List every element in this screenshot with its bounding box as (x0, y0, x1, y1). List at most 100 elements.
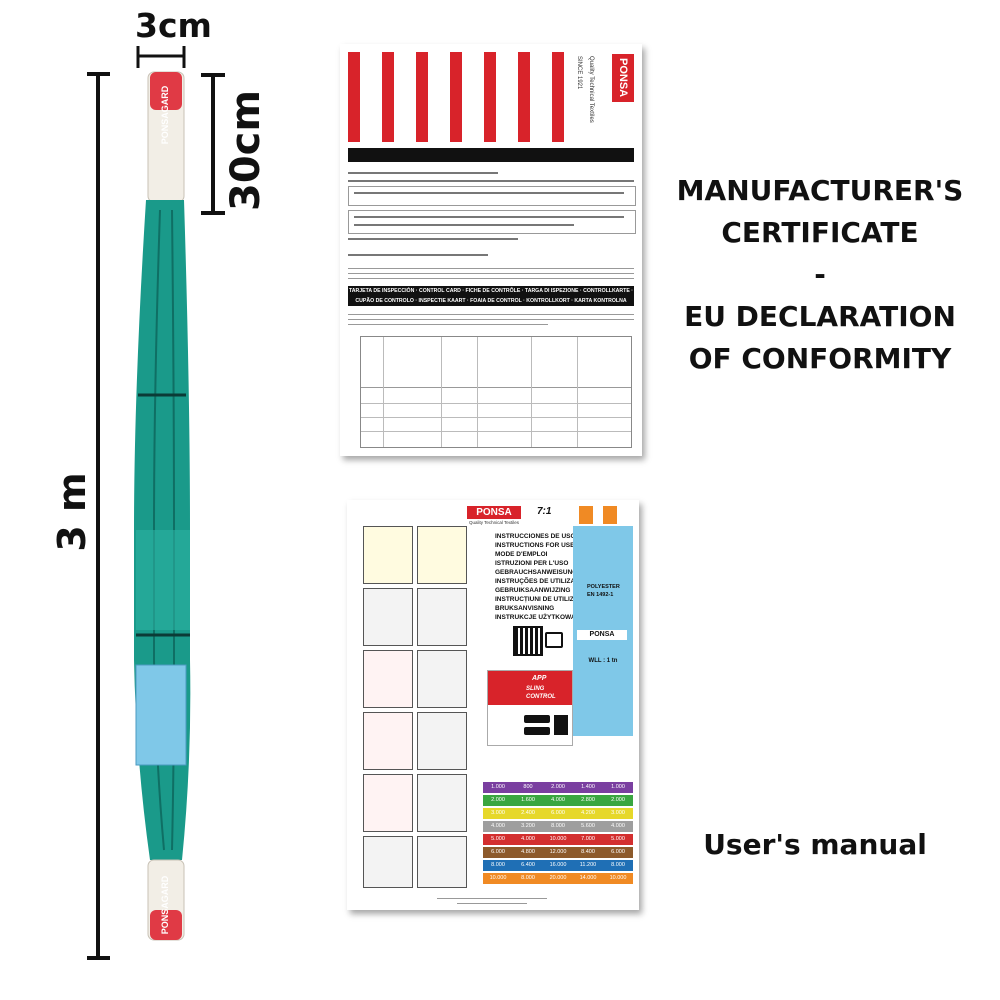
wll-cell: 800 (523, 784, 533, 790)
language-item: GEBRUIKSAANWIJZING (495, 587, 571, 594)
sling-image (134, 71, 191, 941)
language-item: MODE D'EMPLOI (495, 551, 548, 558)
manual-document: PONSA Quality Technical Textiles 7:1 INS… (347, 500, 639, 910)
wll-cell: 2.800 (581, 797, 595, 803)
wll-cell: 14.000 (579, 875, 597, 881)
wll-cell: 2.000 (491, 797, 505, 803)
loop-dimension-arrow (201, 73, 225, 215)
wll-cell: 10.000 (489, 875, 507, 881)
wll-cell: 4.200 (581, 810, 595, 816)
wll-cell: 4.800 (521, 849, 535, 855)
certificate-caption-line1: MANUFACTURER'S (676, 174, 964, 207)
certificate-document: PONSA Quality Technical Textiles SINCE 1… (340, 44, 642, 456)
certificate-caption: MANUFACTURER'S CERTIFICATE - EU DECLARAT… (660, 170, 980, 380)
qr-code-icon (513, 626, 543, 656)
wll-cell: 3.000 (611, 810, 625, 816)
sling-brand-bottom: PONSAGARD (160, 875, 170, 935)
label-material: POLYESTER (587, 584, 620, 590)
google-play-icon (524, 727, 550, 735)
wll-cell: 1.000 (611, 784, 625, 790)
language-item: INSTRUÇÕES DE UTILIZAÇÃO (495, 578, 590, 585)
wll-cell: 3.200 (521, 823, 535, 829)
wll-row: 3.000 2.400 6.000 4.200 3.000 (483, 808, 633, 819)
wll-cell: 2.000 (551, 784, 565, 790)
certificate-logo: PONSA (612, 54, 634, 102)
language-item: ISTRUZIONI PER L'USO (495, 560, 569, 567)
certificate-caption-line2: CERTIFICATE (721, 216, 919, 249)
wll-cell: 20.000 (549, 875, 567, 881)
control-card-band: TARJETA DE INSPECCIÓN · CONTROL CARD · F… (348, 286, 634, 306)
certificate-tagline: Quality Technical Textiles (588, 56, 594, 123)
wll-cell: 2.000 (611, 797, 625, 803)
wll-cell: 16.000 (549, 862, 567, 868)
language-item: INSTRUKCJE UŻYTKOWANIA (495, 614, 587, 621)
width-dimension-label: 3cm (135, 6, 212, 45)
label-logo: PONSA (577, 630, 627, 640)
wll-cell: 2.400 (521, 810, 535, 816)
wll-cell: 4.000 (491, 823, 505, 829)
certificate-since: SINCE 1921 (576, 56, 582, 90)
wll-cell: 1.600 (521, 797, 535, 803)
sling-brand-top: PONSAGARD (160, 85, 170, 145)
wll-cell: 5.000 (491, 836, 505, 842)
wll-cell: 5.600 (581, 823, 595, 829)
wll-cell: 6.000 (551, 810, 565, 816)
wll-cell: 12.000 (549, 849, 567, 855)
wll-cell: 1.400 (581, 784, 595, 790)
wll-cell: 6.400 (521, 862, 535, 868)
label-tags (579, 506, 593, 524)
label-standard: EN 1492-1 (587, 592, 614, 598)
manual-logo: PONSA (467, 506, 521, 519)
wll-cell: 6.000 (491, 849, 505, 855)
wll-cell: 8.000 (491, 862, 505, 868)
wll-cell: 8.000 (551, 823, 565, 829)
language-item: INSTRUCCIONES DE USO (495, 533, 576, 540)
app-subtitle: SLING CONTROL (526, 686, 556, 700)
wll-row: 2.000 1.600 4.000 2.800 2.000 (483, 795, 633, 806)
wll-cell: 1.000 (491, 784, 505, 790)
control-card-line2: CUPÃO DE CONTROLO · INSPECTIE KAART · FO… (355, 298, 627, 304)
wll-cell: 8.000 (611, 862, 625, 868)
manual-caption: User's manual (703, 828, 927, 861)
length-dimension-arrow (87, 72, 110, 960)
manual-language-list: INSTRUCCIONES DE USO INSTRUCTIONS FOR US… (495, 532, 590, 622)
language-item: INSTRUCTIONS FOR USE (495, 542, 575, 549)
language-item: GEBRAUCHSANWEISUNG (495, 569, 578, 576)
language-item: INSTRUCȚIUNI DE UTILIZARE (495, 596, 588, 603)
wll-row: 8.000 6.400 16.000 11.200 8.000 (483, 860, 633, 871)
width-dimension-arrow (136, 46, 186, 68)
wll-cell: 4.000 (551, 797, 565, 803)
wll-row: 6.000 4.800 12.000 8.400 6.000 (483, 847, 633, 858)
book-icon (545, 632, 563, 648)
length-dimension-label: 3 m (50, 472, 94, 552)
wll-row: 4.000 3.200 8.000 5.600 4.000 (483, 821, 633, 832)
app-store-icon (524, 715, 550, 723)
app-title: APP (532, 675, 547, 682)
declaration-caption-line2: OF CONFORMITY (688, 342, 952, 375)
control-card-line1: TARJETA DE INSPECCIÓN · CONTROL CARD · F… (349, 288, 633, 294)
wll-cell: 5.000 (611, 836, 625, 842)
inspection-table (360, 336, 632, 448)
app-block: APP SLING CONTROL (487, 670, 573, 746)
loop-dimension-label: 30cm (223, 89, 269, 211)
declaration-caption-line1: EU DECLARATION (684, 300, 956, 333)
caption-dash: - (814, 258, 826, 291)
wll-cell: 7.000 (581, 836, 595, 842)
app-qr-icon (554, 715, 568, 735)
wll-cell: 6.000 (611, 849, 625, 855)
wll-cell: 8.400 (581, 849, 595, 855)
product-label: POLYESTER EN 1492-1 PONSA WLL : 1 tn (573, 526, 633, 736)
manual-ratio: 7:1 (537, 506, 552, 517)
wll-cell: 3.000 (491, 810, 505, 816)
wll-cell: 11.200 (579, 862, 597, 868)
manual-tagline: Quality Technical Textiles (468, 520, 520, 525)
language-item: BRUKSANVISNING (495, 605, 555, 612)
wll-row: 1.000 800 2.000 1.400 1.000 (483, 782, 633, 793)
wll-cell: 4.000 (611, 823, 625, 829)
certificate-red-header (348, 52, 568, 142)
wll-cell: 4.000 (521, 836, 535, 842)
wll-cell: 10.000 (609, 875, 627, 881)
